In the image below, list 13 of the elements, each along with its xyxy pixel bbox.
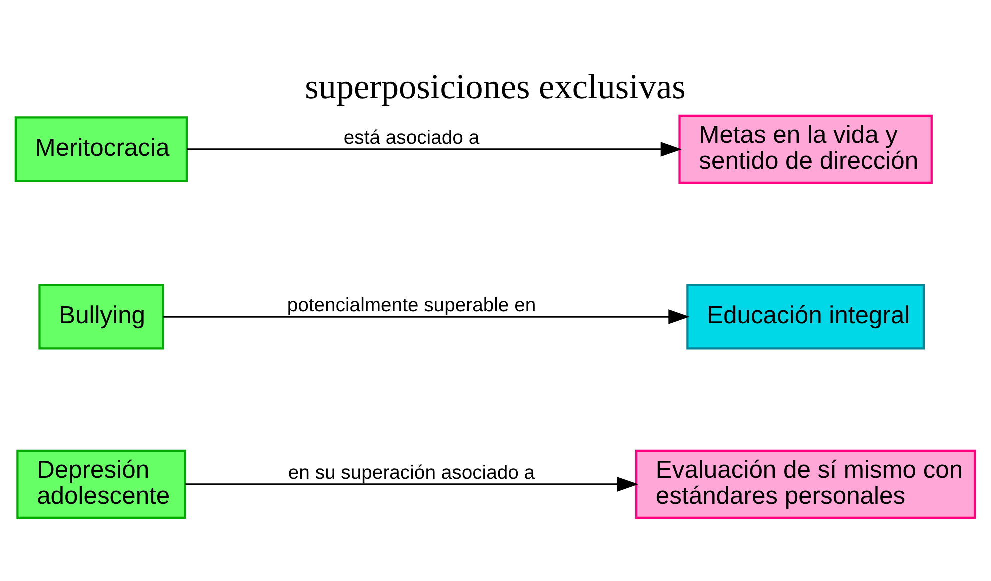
- arrow: [186, 477, 639, 492]
- edge-label: está asociado a: [344, 126, 480, 149]
- arrow: [187, 142, 682, 157]
- node-box: Metas en la vida y sentido de dirección: [678, 114, 933, 184]
- edge-label: en su superación asociado a: [288, 462, 536, 484]
- edge-label: potencialmente superable en: [287, 294, 536, 316]
- node-box: Evaluación de sí mismo con estándares personales: [636, 450, 976, 519]
- diagram-title: superposiciones exclusivas: [305, 67, 686, 106]
- arrow: [164, 310, 690, 324]
- node-box: Meritocracia: [14, 116, 188, 182]
- node-box: Bullying: [38, 284, 164, 350]
- node-box: Depresión adolescente: [16, 450, 186, 519]
- node-box: Educación integral: [686, 284, 925, 350]
